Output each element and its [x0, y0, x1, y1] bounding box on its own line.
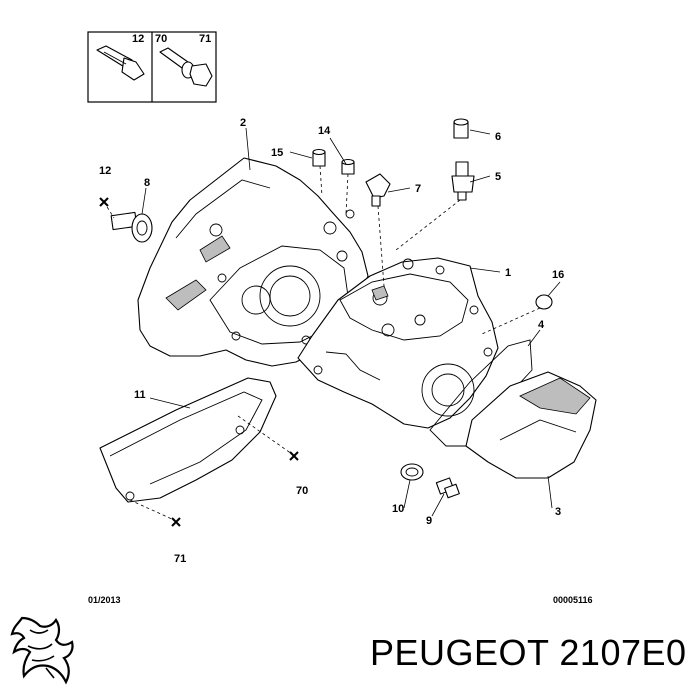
underbody-shield-part-11: [99, 377, 277, 503]
callout-6: 6: [495, 131, 501, 143]
switch-part-5: [451, 161, 475, 201]
fastener-legend-box: 12 70 71: [87, 31, 217, 103]
cap-part-6: [453, 118, 469, 139]
bush-part-14: [341, 158, 355, 175]
drain-plug-part-9: [435, 477, 460, 499]
callout-11: 11: [134, 389, 146, 401]
callout-10: 10: [392, 503, 404, 515]
gearbox-case-part-1: [297, 257, 499, 429]
plug-part-15: [312, 148, 326, 167]
legend-label-70: 70: [155, 33, 167, 45]
callout-4: 4: [538, 319, 545, 331]
callout-16: 16: [552, 269, 564, 281]
clutch-housing-part-2: [137, 157, 369, 367]
callout-2: 2: [240, 117, 246, 129]
brand-part-number: PEUGEOT 2107E0: [370, 632, 687, 674]
sensor-part-7: [365, 173, 391, 207]
callout-5: 5: [495, 171, 501, 183]
date-code: 01/2013: [88, 595, 121, 605]
callout-15: 15: [271, 147, 283, 159]
release-bearing-part-8: [110, 211, 153, 243]
callout-8: 8: [144, 177, 150, 189]
bolt-12-icon: [96, 45, 145, 81]
plug-part-16: [535, 294, 553, 310]
fastener-mark-70-icon: [289, 451, 299, 461]
legend-label-71: 71: [199, 33, 211, 45]
callout-1: 1: [505, 267, 511, 279]
seal-part-10: [400, 463, 424, 481]
legend-label-12: 12: [132, 33, 144, 45]
callout-14: 14: [318, 125, 331, 137]
peugeot-lion-logo-icon: [10, 616, 74, 685]
callout-12: 12: [99, 165, 111, 177]
brand-name: PEUGEOT: [370, 632, 549, 673]
callout-71: 71: [174, 553, 186, 565]
callout-70: 70: [296, 485, 308, 497]
reference-code: 00005116: [553, 595, 593, 605]
bolt-70-icon: [159, 47, 195, 79]
callout-9: 9: [426, 515, 432, 527]
callout-7: 7: [415, 183, 421, 195]
end-cover-part-3: [465, 371, 597, 479]
nut-71-icon: [189, 63, 213, 87]
fastener-mark-71-icon: [171, 517, 181, 527]
part-number: 2107E0: [559, 632, 687, 673]
callout-3: 3: [555, 506, 561, 518]
